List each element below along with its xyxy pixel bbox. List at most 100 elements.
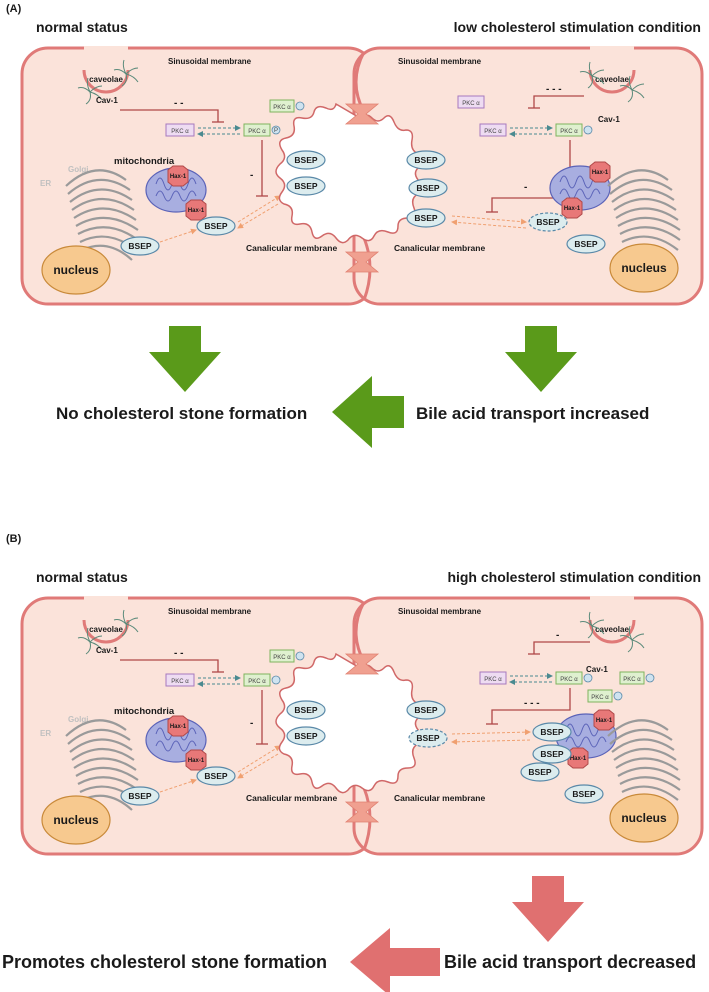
- dash-left-b2: -: [250, 718, 253, 729]
- panel-b: (B) normal status high cholesterol stimu…: [2, 533, 704, 992]
- hax1-label: Hax-1: [596, 718, 613, 724]
- arrow-left-b: [350, 928, 440, 992]
- arrow-down-left-a: [149, 326, 221, 392]
- bsep-label: BSEP: [128, 241, 151, 251]
- golgi-label-left-a: Golgi: [68, 165, 88, 174]
- sinusoidal-label-right-a: Sinusoidal membrane: [398, 57, 482, 66]
- sinusoidal-label-right-b: Sinusoidal membrane: [398, 607, 482, 616]
- bsep-label: BSEP: [572, 789, 595, 799]
- bsep-right-b1: [532, 722, 572, 742]
- canalicular-label-left-a: Canalicular membrane: [246, 243, 337, 253]
- bsep-canal-a5: [406, 208, 446, 228]
- pkc-label: PKC α: [560, 129, 578, 135]
- pkc-label: PKC α: [623, 677, 641, 683]
- p-label: P: [274, 128, 278, 134]
- panel-a-left-condition: normal status: [36, 19, 128, 35]
- hax1-label: Hax-1: [564, 206, 581, 212]
- pkc-label: PKC α: [248, 679, 266, 685]
- dash-right-b: -: [556, 630, 559, 641]
- arrow-left-a: [332, 376, 404, 448]
- sinusoidal-label-left-a: Sinusoidal membrane: [168, 57, 252, 66]
- nucleus-label: nucleus: [621, 261, 667, 275]
- bsep-right-b2: [532, 744, 572, 764]
- bsep-canal-b1: [286, 700, 326, 720]
- cav1-label-left-b: Cav-1: [96, 646, 118, 655]
- hax1-label: Hax-1: [188, 758, 205, 764]
- bsep-label: BSEP: [414, 705, 437, 715]
- caveolae-label-right-a: caveolae: [595, 75, 629, 84]
- pkc-label: PKC α: [248, 129, 266, 135]
- bsep-label: BSEP: [294, 731, 317, 741]
- bsep-label: BSEP: [416, 183, 439, 193]
- outcome-left-a: No cholesterol stone formation: [56, 404, 307, 423]
- bsep-canal-a2: [286, 176, 326, 196]
- hax1-label: Hax-1: [570, 756, 587, 762]
- dash-left-a: - -: [174, 98, 183, 109]
- nucleus-label: nucleus: [621, 811, 667, 825]
- pkc-label: PKC α: [171, 129, 189, 135]
- pkc-active-left-a: [243, 123, 271, 137]
- hax1-label: Hax-1: [188, 208, 205, 214]
- hax1-label: Hax-1: [170, 724, 187, 730]
- golgi-label-left-b: Golgi: [68, 715, 88, 724]
- pkc-label: PKC α: [591, 695, 609, 701]
- caveolae-label-left-b: caveolae: [89, 625, 123, 634]
- bsep-label: BSEP: [528, 767, 551, 777]
- er-label-left-a: ER: [40, 179, 51, 188]
- cav1-label-right-a: Cav-1: [598, 115, 620, 124]
- arrow-down-right-a: [505, 326, 577, 392]
- bsep-dashed-right-a: [528, 212, 568, 232]
- bsep-label: BSEP: [294, 155, 317, 165]
- panel-a: (A) normal status low cholesterol stimul…: [6, 3, 704, 448]
- bsep-label: BSEP: [294, 705, 317, 715]
- pkc-free-left-a: [269, 99, 295, 113]
- outcome-left-b: Promotes cholesterol stone formation: [2, 952, 327, 972]
- caveolae-label-right-b: caveolae: [595, 625, 629, 634]
- panel-a-label: (A): [6, 3, 22, 15]
- bsep-label: BSEP: [536, 217, 559, 227]
- pkc-label: PKC α: [273, 655, 291, 661]
- dash-left-a2: -: [250, 170, 253, 181]
- dash-right-b2: - - -: [524, 698, 540, 709]
- bsep-canal-a1: [286, 150, 326, 170]
- pkc-inactive-right-a2: [479, 123, 507, 137]
- cav1-label-right-b: Cav-1: [586, 665, 608, 674]
- nucleus-left-a: [41, 245, 111, 295]
- pkc-label: PKC α: [484, 129, 502, 135]
- bsep-canal-a3: [406, 150, 446, 170]
- bsep-canal-b4-dashed: [408, 728, 448, 748]
- outcome-right-b: Bile acid transport decreased: [444, 952, 696, 972]
- bsep-canal-a4: [408, 178, 448, 198]
- bsep-left-b2: [196, 766, 236, 786]
- nucleus-label: nucleus: [53, 263, 99, 277]
- arrow-down-right-b: [512, 876, 584, 942]
- bsep-label: BSEP: [574, 239, 597, 249]
- pkc-label: PKC α: [273, 105, 291, 111]
- canalicular-label-right-a: Canalicular membrane: [394, 243, 485, 253]
- canalicular-label-right-b: Canalicular membrane: [394, 793, 485, 803]
- bsep-label: BSEP: [414, 155, 437, 165]
- pkc-free-left-b: [269, 649, 295, 663]
- nucleus-right-b: [609, 793, 679, 843]
- panel-b-right-condition: high cholesterol stimulation condition: [447, 569, 701, 585]
- mito-label-left-a: mitochondria: [114, 156, 175, 167]
- bsep-label: BSEP: [414, 213, 437, 223]
- pkc-inactive-right-b: [479, 671, 507, 685]
- bsep-label: BSEP: [128, 791, 151, 801]
- bsep-canal-b3: [406, 700, 446, 720]
- pkc-active-right-a: [555, 123, 583, 137]
- pkc-inactive-left-b: [165, 673, 195, 687]
- bsep-right-b3: [520, 762, 560, 782]
- bsep-label: BSEP: [540, 749, 563, 759]
- pkc-inactive-right-a1: [457, 95, 485, 109]
- nucleus-label: nucleus: [53, 813, 99, 827]
- dash-right-a2: -: [524, 182, 527, 193]
- nucleus-left-b: [41, 795, 111, 845]
- hax1-label: Hax-1: [592, 170, 609, 176]
- caveolae-label-left-a: caveolae: [89, 75, 123, 84]
- dash-right-a: - - -: [546, 84, 562, 95]
- pkc-free-right-b1: [619, 671, 645, 685]
- bsep-label: BSEP: [416, 733, 439, 743]
- bsep-label: BSEP: [294, 181, 317, 191]
